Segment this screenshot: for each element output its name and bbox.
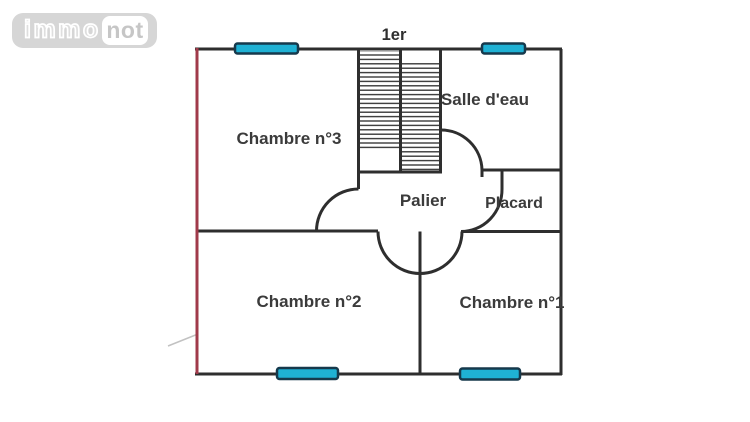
- stairs-symbol: [357, 47, 442, 174]
- window-bottom-left-icon: [275, 366, 340, 381]
- door-arc-chambre3: [315, 187, 359, 232]
- logo-not-text: not: [102, 16, 148, 45]
- window-top-right-icon: [480, 42, 527, 55]
- room-label-salle-eau: Salle d'eau: [441, 90, 529, 109]
- window-symbols: [233, 42, 527, 381]
- room-label-chambre-2: Chambre n°2: [256, 292, 361, 311]
- logo-immo-text: immo: [23, 14, 101, 44]
- immonot-logo: immo not: [12, 13, 157, 48]
- room-label-chambre-3: Chambre n°3: [236, 129, 341, 148]
- room-label-placard: Placard: [485, 195, 543, 212]
- stray-scan-line: [167, 333, 199, 347]
- stairs-flight-right: [402, 62, 439, 171]
- window-top-left-icon: [233, 42, 300, 55]
- door-arc-double-chambres: [376, 231, 464, 275]
- room-label-palier: Palier: [400, 191, 447, 210]
- room-label-chambre-1: Chambre n°1: [459, 293, 564, 312]
- door-arc-placard: [460, 188, 504, 233]
- door-arc-salle-eau: [440, 128, 484, 171]
- floor-label: 1er: [382, 26, 407, 44]
- door-arcs: [315, 128, 504, 275]
- window-bottom-right-icon: [458, 367, 522, 381]
- stairs-flight-left: [360, 51, 399, 150]
